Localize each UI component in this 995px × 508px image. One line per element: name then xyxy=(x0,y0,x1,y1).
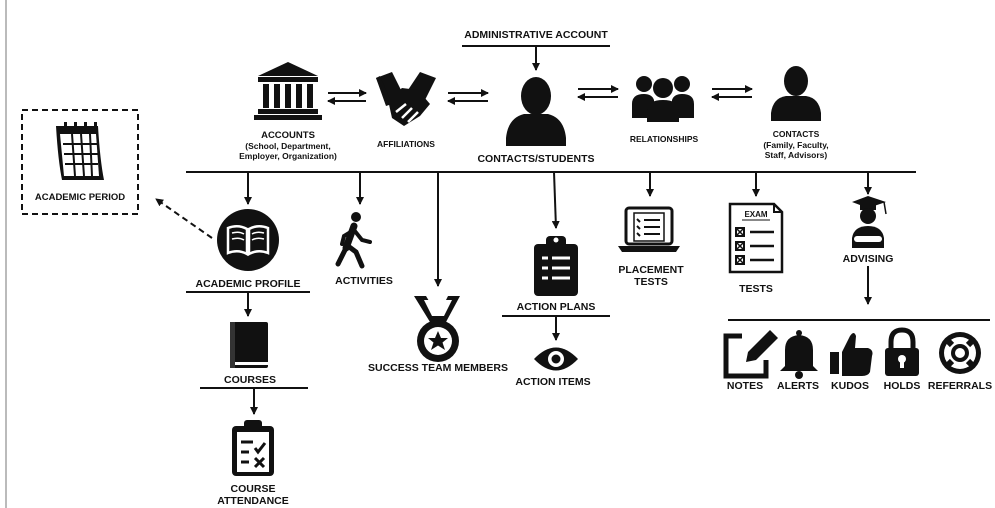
kudos-label: KUDOS xyxy=(831,380,869,392)
edit-note-icon xyxy=(723,330,778,379)
group-icon xyxy=(632,76,694,122)
holds-label: HOLDS xyxy=(883,380,921,392)
course-attendance-label-1: COURSE xyxy=(230,483,276,495)
handshake-icon xyxy=(376,72,436,126)
bell-icon xyxy=(780,330,818,379)
success-team-members-label: SUCCESS TEAM MEMBERS xyxy=(367,362,509,374)
bus-to-action-plans-arrow xyxy=(551,171,560,229)
clipboard-check-icon xyxy=(232,420,274,476)
medal-icon xyxy=(414,296,460,362)
accounts-sublabel-1: (School, Department, xyxy=(245,141,331,151)
activities-label: ACTIVITIES xyxy=(335,275,393,287)
person-icon xyxy=(506,77,566,146)
courses-label: COURSES xyxy=(224,374,276,386)
placement-tests-label-2: TESTS xyxy=(634,276,668,288)
exam-sheet-title: EXAM xyxy=(744,210,767,219)
referrals-label: REFERRALS xyxy=(927,380,993,392)
academic-profile-label: ACADEMIC PROFILE xyxy=(195,278,301,290)
academic-period-label: ACADEMIC PERIOD xyxy=(34,192,126,203)
administrative-account-label: ADMINISTRATIVE ACCOUNT xyxy=(464,29,608,41)
contacts-sublabel-1: (Family, Faculty, xyxy=(763,140,829,150)
book-icon xyxy=(230,322,268,368)
advising-label: ADVISING xyxy=(842,253,894,265)
lifebuoy-icon xyxy=(939,332,981,374)
profile-to-period-arrow xyxy=(155,198,213,239)
accounts-label: ACCOUNTS xyxy=(261,130,315,141)
course-attendance-label-2: ATTENDANCE xyxy=(217,495,289,507)
eye-icon xyxy=(534,347,578,371)
action-plans-label: ACTION PLANS xyxy=(516,301,596,313)
action-items-label: ACTION ITEMS xyxy=(515,376,591,388)
contacts-sublabel-2: Staff, Advisors) xyxy=(764,150,828,160)
padlock-icon xyxy=(885,327,919,376)
relationships-label: RELATIONSHIPS xyxy=(629,134,699,144)
exam-sheet-icon: EXAM xyxy=(728,202,784,274)
bank-building-icon xyxy=(254,62,322,120)
alerts-label: ALERTS xyxy=(777,380,819,392)
person-icon xyxy=(771,66,821,121)
calendar-icon xyxy=(56,122,104,180)
affiliations-label: AFFILIATIONS xyxy=(377,139,435,149)
notes-label: NOTES xyxy=(726,380,764,392)
clipboard-icon xyxy=(534,236,578,296)
tests-label: TESTS xyxy=(739,283,773,295)
walking-person-icon xyxy=(335,212,372,269)
contacts-label: CONTACTS xyxy=(772,129,820,139)
placement-tests-label-1: PLACEMENT xyxy=(618,264,684,276)
contacts-students-label: CONTACTS/STUDENTS xyxy=(477,153,595,165)
thumbs-up-icon xyxy=(830,333,873,376)
accounts-sublabel-2: Employer, Organization) xyxy=(239,151,337,161)
laptop-checklist-icon xyxy=(618,206,680,252)
graduate-icon xyxy=(852,196,887,248)
open-book-icon xyxy=(217,209,279,271)
